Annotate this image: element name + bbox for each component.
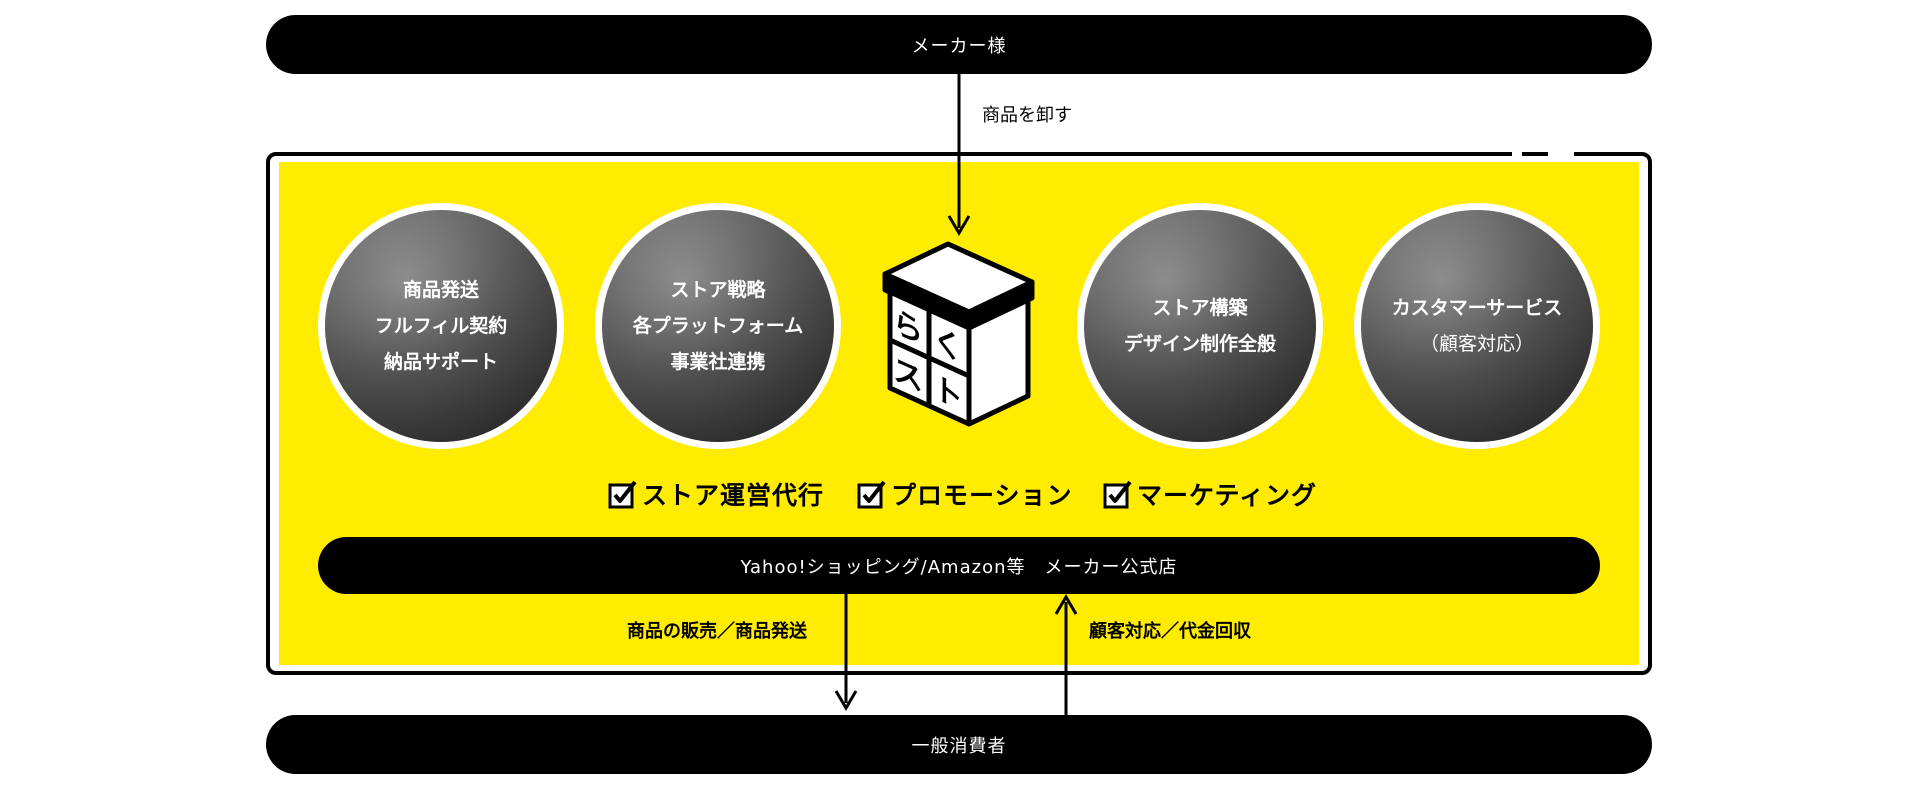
service-line: ストア構築 [1152,297,1248,319]
check-item-promotion: プロモーション [857,477,1073,511]
service-line: 納品サポート [383,351,498,373]
service-line: カスタマーサービス [1391,297,1563,319]
arrow-head [1054,594,1078,615]
store-label: Yahoo!ショッピング/Amazon等 メーカー公式店 [740,556,1178,578]
check-item-marketing: マーケティング [1103,477,1317,511]
service-circle-customer-service: カスタマーサービス （顧客対応） [1354,203,1600,449]
check-item-store-operation: ストア運営代行 [608,477,824,511]
service-line: ストア戦略 [670,279,766,301]
check-item-label: マーケティング [1137,481,1318,510]
consumer-label: 一般消費者 [911,735,1007,757]
check-item-label: ストア運営代行 [642,481,825,510]
consumer-bar: 一般消費者 [266,715,1652,774]
checkbox-icon [608,480,637,509]
maker-bar: メーカー様 [266,15,1652,74]
arrow-head [947,215,971,236]
check-item-label: プロモーション [891,481,1073,510]
rakusto-box-logo [882,241,1035,427]
wholesale-label: 商品を卸す [982,105,1072,126]
service-line: （顧客対応） [1419,333,1534,355]
arrow-head [834,690,858,711]
maker-label: メーカー様 [911,35,1007,57]
checkbox-icon [857,480,886,509]
service-circle-shipping: 商品発送 フルフィル契約 納品サポート [318,203,564,449]
sales-shipping-label: 商品の販売／商品発送 [627,621,807,642]
service-circle-strategy: ストア戦略 各プラットフォーム 事業社連携 [595,203,841,449]
support-collection-label: 顧客対応／代金回収 [1089,621,1251,642]
service-line: 商品発送 [402,279,479,301]
service-line: 事業社連携 [670,351,766,373]
checkbox-icon [1103,480,1132,509]
store-bar: Yahoo!ショッピング/Amazon等 メーカー公式店 [318,537,1600,594]
service-line: 各プラットフォーム [632,315,804,337]
service-circle-store-build: ストア構築 デザイン制作全般 [1077,203,1323,449]
service-line: デザイン制作全般 [1123,333,1276,355]
frame-gap [1548,148,1574,160]
service-line: フルフィル契約 [374,315,508,337]
frame-gap [1512,148,1522,160]
